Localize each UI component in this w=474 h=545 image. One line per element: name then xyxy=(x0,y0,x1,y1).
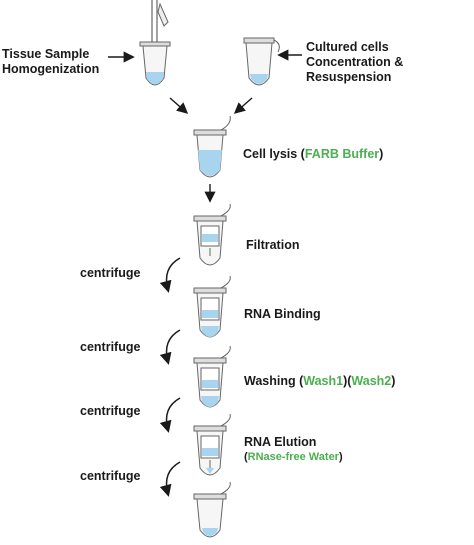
centrifuge-label-1: centrifuge xyxy=(80,266,141,280)
cultured-label-line3: Resuspension xyxy=(306,70,392,84)
binding-tube-icon xyxy=(193,275,231,338)
cultured-cells-tube-icon xyxy=(243,37,280,86)
elution-reagent-line: (RNase-free Water) xyxy=(244,451,343,463)
lysis-tube-icon xyxy=(193,115,231,178)
cultured-to-lysis-arrow xyxy=(233,97,253,114)
cultured-label-line2: Concentration & xyxy=(306,55,404,69)
centrifuge-label-4: centrifuge xyxy=(80,469,141,483)
cultured-cells-label: Cultured cells Concentration & Resuspens… xyxy=(306,40,403,85)
tissue-label-line1: Tissue Sample xyxy=(2,47,90,61)
wash1-reagent: Wash1 xyxy=(303,374,344,388)
elution-title: RNA Elution xyxy=(244,435,317,449)
tissue-label-line2: Homogenization xyxy=(2,62,100,76)
final-rna-tube-icon xyxy=(193,481,231,538)
centrifuge-label-3: centrifuge xyxy=(80,404,141,418)
farb-buffer-reagent: FARB Buffer xyxy=(304,147,380,161)
centrifuge-arrow-4 xyxy=(159,461,181,497)
rna-elution-label: RNA Elution (RNase-free Water) xyxy=(244,435,343,465)
washing-label: Washing (Wash1)(Wash2) xyxy=(244,374,396,388)
cell-lysis-label: Cell lysis (FARB Buffer) xyxy=(243,147,384,161)
filtration-tube-icon xyxy=(193,203,231,266)
elution-tube-icon xyxy=(193,413,231,476)
wash2-reagent: Wash2 xyxy=(351,374,392,388)
centrifuge-arrow-3 xyxy=(159,397,181,433)
rna-binding-label: RNA Binding xyxy=(244,307,321,321)
filtration-label: Filtration xyxy=(246,238,300,252)
cultured-label-line1: Cultured cells xyxy=(306,40,389,54)
tissue-to-lysis-arrow xyxy=(169,97,189,114)
centrifuge-arrow-1 xyxy=(159,257,181,293)
rnase-free-water-reagent: RNase-free Water xyxy=(247,451,339,463)
tissue-tube-icon xyxy=(139,0,171,86)
centrifuge-arrow-2 xyxy=(159,329,181,365)
centrifuge-label-2: centrifuge xyxy=(80,340,141,354)
tissue-label: Tissue Sample Homogenization xyxy=(2,47,99,77)
washing-tube-icon xyxy=(193,345,231,408)
